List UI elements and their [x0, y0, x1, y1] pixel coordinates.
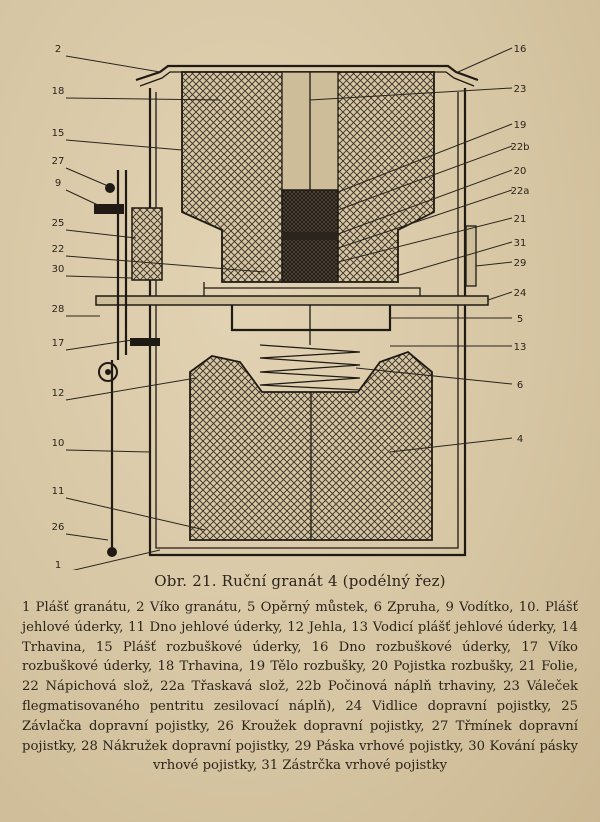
label-11: 11 [52, 486, 65, 497]
label-25: 25 [52, 218, 65, 229]
top-lid [135, 64, 479, 82]
label-5: 5 [517, 314, 523, 325]
label-2: 2 [55, 44, 61, 55]
label-9: 9 [55, 178, 61, 189]
label-1: 1 [55, 560, 61, 570]
label-18: 18 [52, 86, 65, 97]
label-27: 27 [52, 156, 65, 167]
grenade-cross-section-diagram: 2 18 15 27 9 25 22 30 28 17 12 10 11 26 … [52, 44, 530, 570]
outer-casing [148, 88, 467, 557]
label-12: 12 [52, 388, 65, 399]
label-13: 13 [514, 342, 527, 353]
safety-fork-bar [95, 295, 489, 306]
spring [259, 344, 361, 391]
label-29: 29 [514, 258, 527, 269]
label-30: 30 [52, 264, 65, 275]
label-17: 17 [52, 338, 65, 349]
label-16: 16 [514, 44, 527, 55]
label-21: 21 [514, 214, 527, 225]
outer-casing-inner [155, 92, 459, 549]
needle-striker-guide [230, 305, 392, 332]
label-4: 4 [517, 434, 523, 445]
lever-bottom-ball [107, 547, 117, 557]
label-28: 28 [52, 304, 65, 315]
label-6: 6 [517, 380, 523, 391]
safety-ring [98, 362, 118, 382]
label-15: 15 [52, 128, 65, 139]
lever-housing [131, 207, 163, 281]
labels-left: 2 18 15 27 9 25 22 30 28 17 12 10 11 26 … [52, 44, 65, 570]
label-31: 31 [514, 238, 527, 249]
figure-caption: Obr. 21. Ruční granát 4 (podélný řez) [154, 572, 446, 590]
label-20: 20 [514, 166, 527, 177]
leader-lines-right [309, 47, 513, 453]
label-24: 24 [514, 288, 527, 299]
labels-right: 16 23 19 22b 20 22a 21 31 29 24 5 13 6 4 [510, 44, 529, 445]
label-26: 26 [52, 522, 65, 533]
label-22: 22 [52, 244, 65, 255]
figure-legend: 1 Plášť granátu, 2 Víko granátu, 5 Opěrn… [22, 600, 578, 774]
throwing-safety-strip [465, 225, 477, 287]
label-10: 10 [52, 438, 65, 449]
leader-lines-left [65, 55, 266, 570]
side-lever [116, 170, 128, 360]
label-19: 19 [514, 120, 527, 131]
label-22b: 22b [510, 142, 529, 153]
label-22a: 22a [511, 186, 530, 197]
label-23: 23 [514, 84, 527, 95]
